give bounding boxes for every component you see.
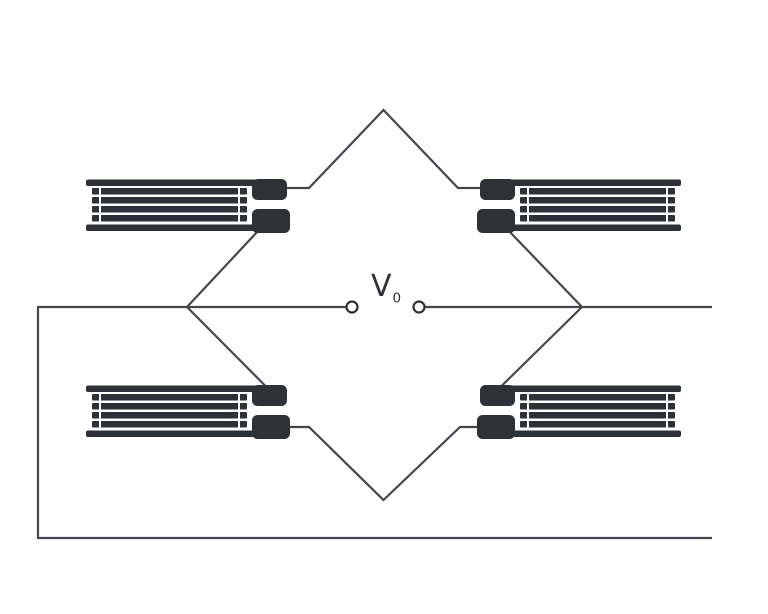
- output-terminal-right-icon: [412, 300, 426, 314]
- output-voltage-label: V0: [371, 269, 401, 307]
- strain-gauge-bottom-left: [86, 385, 290, 439]
- output-voltage-symbol: V: [371, 269, 392, 304]
- wire-bottom-node: [290, 425, 478, 502]
- wire-top-node: [287, 108, 480, 190]
- wire-left-node: [185, 230, 267, 388]
- bridge-wiring: [36, 108, 712, 540]
- strain-gauge-top-right: [477, 179, 681, 233]
- output-terminal-left-icon: [345, 300, 359, 314]
- output-voltage-subscript: 0: [393, 291, 402, 307]
- strain-gauge-top-left: [86, 179, 290, 233]
- strain-gauge-bottom-right: [477, 385, 681, 439]
- wire-excitation-loop: [36, 305, 712, 540]
- wire-right-node: [500, 230, 584, 388]
